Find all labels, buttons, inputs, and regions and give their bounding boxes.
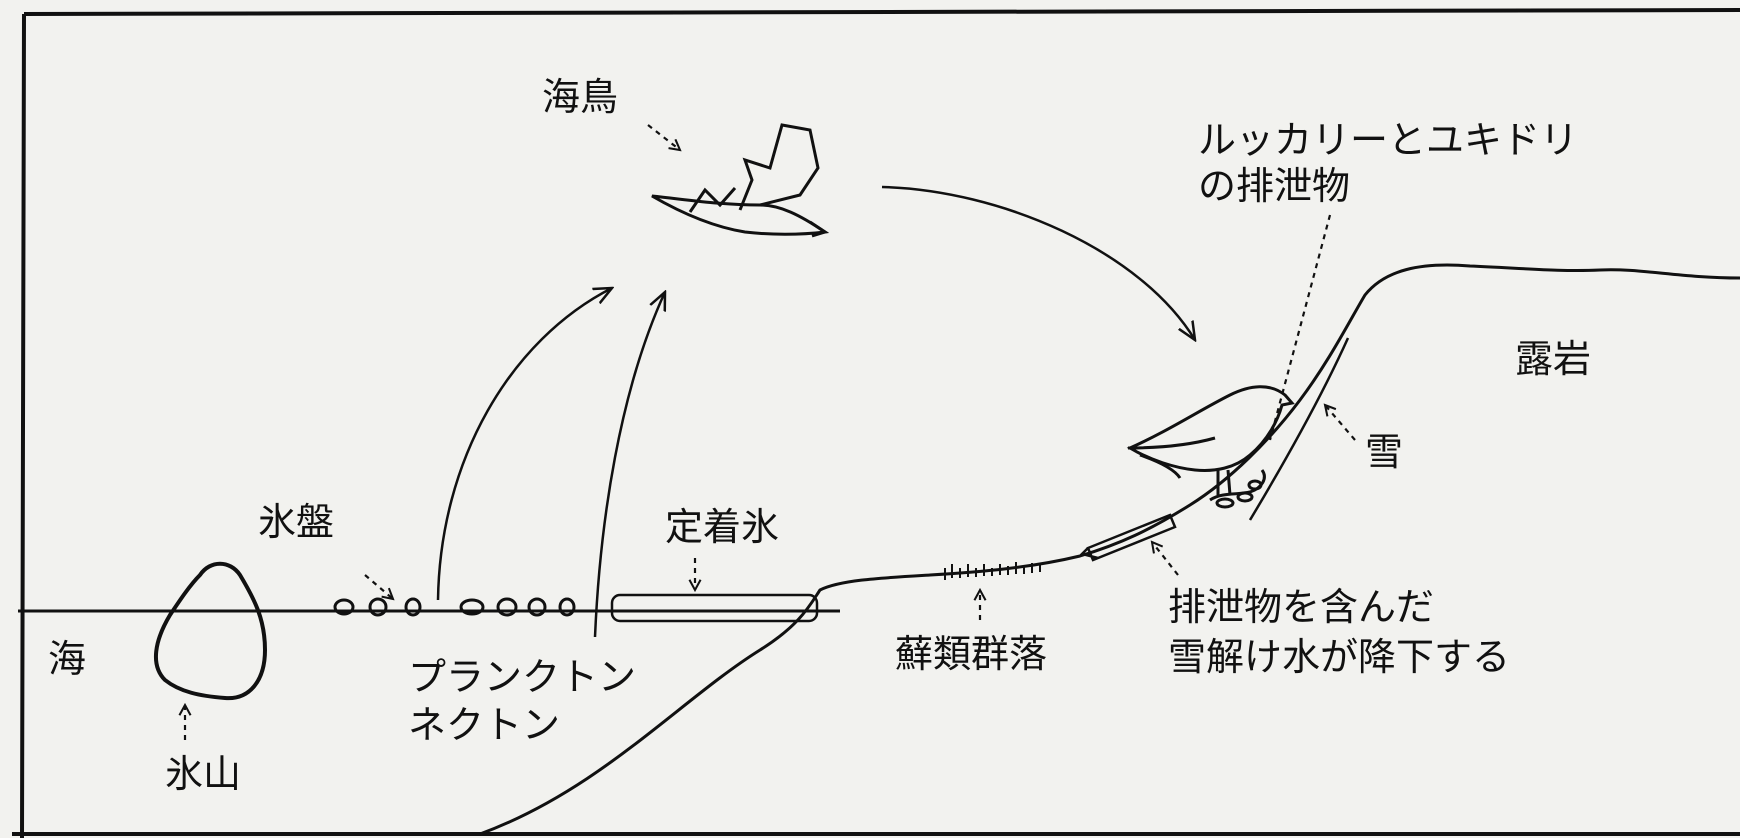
label-rookery-line1: ルッカリーとユキドリ [1198,118,1579,162]
label-fast-ice: 定着氷 [665,505,780,549]
bird-to-rookery-arrow [881,185,1195,340]
land-profile [479,263,1740,836]
rookery-leader [1268,214,1332,441]
label-plankton-line1: プランクトン [408,655,637,699]
label-meltwater-line2: 雪解け水が降下する [1168,635,1511,679]
iceberg-shape [153,561,268,701]
label-seabird: 海鳥 [542,75,619,119]
ice-floe [368,597,388,617]
label-plankton-line2: ネクトン [408,703,561,747]
label-moss: 蘚類群落 [895,632,1048,676]
meltwater-leader [1152,542,1179,576]
label-exposed-rock: 露岩 [1515,337,1592,381]
label-rookery-line2: の排泄物 [1198,164,1351,208]
ice-floe [333,598,355,616]
fast-ice-slab [610,593,819,623]
snow-slope [1248,337,1350,521]
label-iceberg: 氷山 [165,752,242,796]
ice-floe [558,597,576,617]
label-ice-floe: 氷盤 [258,500,335,544]
label-meltwater-line1: 排泄物を含んだ [1168,585,1435,629]
seabird-leader [647,124,680,150]
leader-lines [185,124,1356,740]
nekton-to-bird-arrow [593,292,665,638]
ice-floe [496,597,518,617]
ice-floe [459,598,485,616]
ice-floe-leader [364,574,393,599]
moss-tufts [944,562,1041,580]
flying-seabird [651,123,830,238]
label-sea: 海 [48,637,87,681]
ice-floe [527,597,547,617]
frame-border [12,8,1740,838]
ice-floe [404,597,422,617]
ice-floe-chain [333,597,576,617]
plankton-to-bird-arrow [436,288,612,601]
label-snow: 雪 [1365,430,1404,474]
perched-bird [1126,385,1295,509]
snow-leader [1325,405,1356,441]
meltwater-arrow [1079,513,1177,562]
